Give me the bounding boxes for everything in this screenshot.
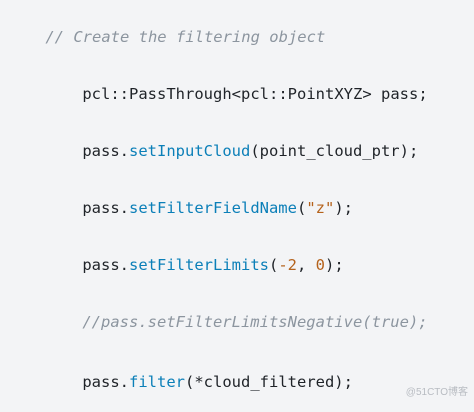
code-line-comment-create: // Create the filtering object <box>8 7 325 46</box>
code-token-lt: < <box>231 85 241 103</box>
code-token-args: (point_cloud_ptr); <box>250 142 419 160</box>
code-token-method: setInputCloud <box>129 142 251 160</box>
code-token-string: "z" <box>306 199 335 217</box>
code-token-number: -2 <box>278 256 297 274</box>
code-token-namespace: pcl <box>241 85 269 103</box>
code-token-paren-close: ); <box>334 199 353 217</box>
code-line-filter: pass.filter(*cloud_filtered); <box>45 352 353 391</box>
code-token-gt: > <box>362 85 372 103</box>
code-token-number: 0 <box>315 256 326 274</box>
code-token-paren-open: ( <box>296 199 307 217</box>
code-token-object: pass. <box>82 373 129 391</box>
code-token-object: pass. <box>82 256 129 274</box>
code-line-set-filter-limits: pass.setFilterLimits(-2, 0); <box>45 235 343 274</box>
code-token-class: PassThrough <box>129 85 232 103</box>
code-token-scope: :: <box>110 85 129 103</box>
code-line-passthrough-decl: pcl::PassThrough<pcl::PointXYZ> pass; <box>45 64 427 103</box>
code-token-comma: , <box>297 256 316 274</box>
code-token-type: PointXYZ <box>287 85 363 103</box>
code-token-args: (*cloud_filtered); <box>185 373 353 391</box>
code-token-method: setFilterLimits <box>129 256 269 274</box>
watermark: @51CTO博客 <box>405 387 468 398</box>
code-token-paren-close: ); <box>325 256 344 274</box>
code-block: // Create the filtering object pcl::Pass… <box>8 7 468 398</box>
code-line-set-filter-field-name: pass.setFilterFieldName("z"); <box>45 178 353 217</box>
code-token-namespace: pcl <box>82 85 111 103</box>
code-line-set-input-cloud: pass.setInputCloud(point_cloud_ptr); <box>45 121 418 160</box>
code-token-scope: :: <box>269 85 288 103</box>
code-token-paren-open: ( <box>268 256 279 274</box>
code-token-object: pass. <box>82 142 129 160</box>
code-token-object: pass. <box>82 199 129 217</box>
code-comment: //pass.setFilterLimitsNegative(true); <box>82 313 428 331</box>
code-line-comment-negative: //pass.setFilterLimitsNegative(true); <box>45 292 427 331</box>
code-token-method: filter <box>129 373 185 391</box>
code-token-var: pass; <box>371 85 428 103</box>
code-comment: // Create the filtering object <box>45 28 326 46</box>
code-token-method: setFilterFieldName <box>129 199 297 217</box>
